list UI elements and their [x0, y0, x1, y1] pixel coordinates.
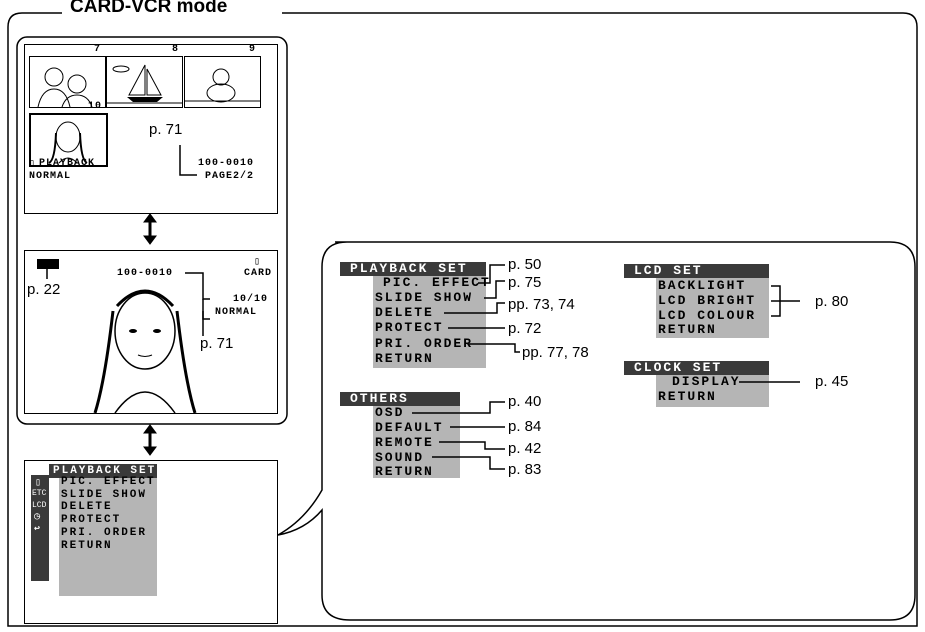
others-item-return: RETURN	[375, 465, 434, 478]
card-icon: ▯	[254, 256, 261, 268]
lcd-item-lcd-bright: LCD BRIGHT	[658, 294, 756, 307]
menu-screen: ▯ ETC LCD ◷ ↩ PLAYBACK SET PIC. EFFECT S…	[24, 460, 278, 624]
side-icon-etc: ETC	[32, 489, 46, 498]
side-icon-lcd: LCD	[32, 501, 46, 510]
mode-title: CARD-VCR mode	[62, 0, 235, 20]
menu-item-delete[interactable]: DELETE	[61, 502, 113, 513]
ref-pic-effect: p. 50	[508, 256, 541, 273]
others-item-remote: REMOTE	[375, 436, 434, 449]
others-item-sound: SOUND	[375, 451, 424, 464]
ref-clock-display: p. 45	[815, 373, 848, 390]
updown-arrow-2	[144, 425, 156, 455]
battery-icon	[37, 259, 59, 269]
thumbnail-9	[184, 56, 261, 108]
thumb-number-8: 8	[172, 44, 179, 55]
others-item-osd: OSD	[375, 406, 404, 419]
thumb-number-7: 7	[94, 44, 101, 55]
ref-pri-order: pp. 77, 78	[522, 344, 589, 361]
index-ref: p. 71	[149, 121, 182, 138]
pb-item-slide-show: SLIDE SHOW	[375, 291, 473, 304]
battery-ref: p. 22	[27, 281, 60, 298]
pb-item-pic-effect: PIC. EFFECT	[383, 276, 491, 289]
single-screen: p. 22 ▯ CARD 100-0010 10/10 NORMAL p. 71	[24, 250, 278, 414]
playback-set-header: PLAYBACK SET	[340, 262, 486, 276]
file-number: 100-0010	[117, 268, 173, 279]
lcd-item-lcd-colour: LCD COLOUR	[658, 309, 756, 322]
thumb-number-10: 10	[88, 101, 102, 112]
card-icon: ▯	[35, 477, 42, 489]
thumb-number-9: 9	[249, 44, 256, 55]
ref-delete: pp. 73, 74	[508, 296, 575, 313]
pb-item-protect: PROTECT	[375, 321, 444, 334]
lcd-item-backlight: BACKLIGHT	[658, 279, 746, 292]
lcd-set-header: LCD SET	[624, 264, 769, 278]
ref-remote: p. 42	[508, 440, 541, 457]
clock-item-return: RETURN	[658, 390, 717, 403]
status-label: NORMAL	[29, 171, 71, 182]
clock-icon: ◷	[34, 511, 41, 523]
ref-default: p. 84	[508, 418, 541, 435]
ref-protect: p. 72	[508, 320, 541, 337]
pb-item-pri-order: PRI. ORDER	[375, 337, 473, 350]
others-item-default: DEFAULT	[375, 421, 444, 434]
menu-item-protect[interactable]: PROTECT	[61, 515, 121, 526]
counter: 10/10	[233, 294, 268, 305]
ref-osd: p. 40	[508, 393, 541, 410]
mode-label: PLAYBACK	[39, 158, 95, 169]
menu-item-slide-show[interactable]: SLIDE SHOW	[61, 490, 147, 501]
others-header: OTHERS	[340, 392, 460, 406]
menu-item-pri-order[interactable]: PRI. ORDER	[61, 528, 147, 539]
updown-arrow-1	[144, 214, 156, 244]
menu-item-pic-effect[interactable]: PIC. EFFECT	[61, 477, 156, 488]
card-label: CARD	[244, 268, 272, 279]
status-label: NORMAL	[215, 307, 257, 318]
card-icon: ▯	[29, 158, 36, 170]
pb-item-delete: DELETE	[375, 306, 434, 319]
ref-sound: p. 83	[508, 461, 541, 478]
ref-slide-show: p. 75	[508, 274, 541, 291]
clock-item-display: DISPLAY	[672, 375, 741, 388]
thumbnail-8	[106, 56, 183, 108]
return-icon: ↩	[34, 523, 41, 535]
index-screen: 7 8 9 10 ▯ PLAYBACK NORMAL 100-0010 PAGE…	[24, 44, 278, 214]
pb-item-return: RETURN	[375, 352, 434, 365]
file-number: 100-0010	[198, 158, 254, 169]
page-label: PAGE2/2	[205, 171, 254, 182]
clock-set-header: CLOCK SET	[624, 361, 769, 375]
lcd-item-return: RETURN	[658, 323, 717, 336]
ref-lcd-set: p. 80	[815, 293, 848, 310]
info-ref: p. 71	[200, 335, 233, 352]
menu-item-return[interactable]: RETURN	[61, 541, 113, 552]
